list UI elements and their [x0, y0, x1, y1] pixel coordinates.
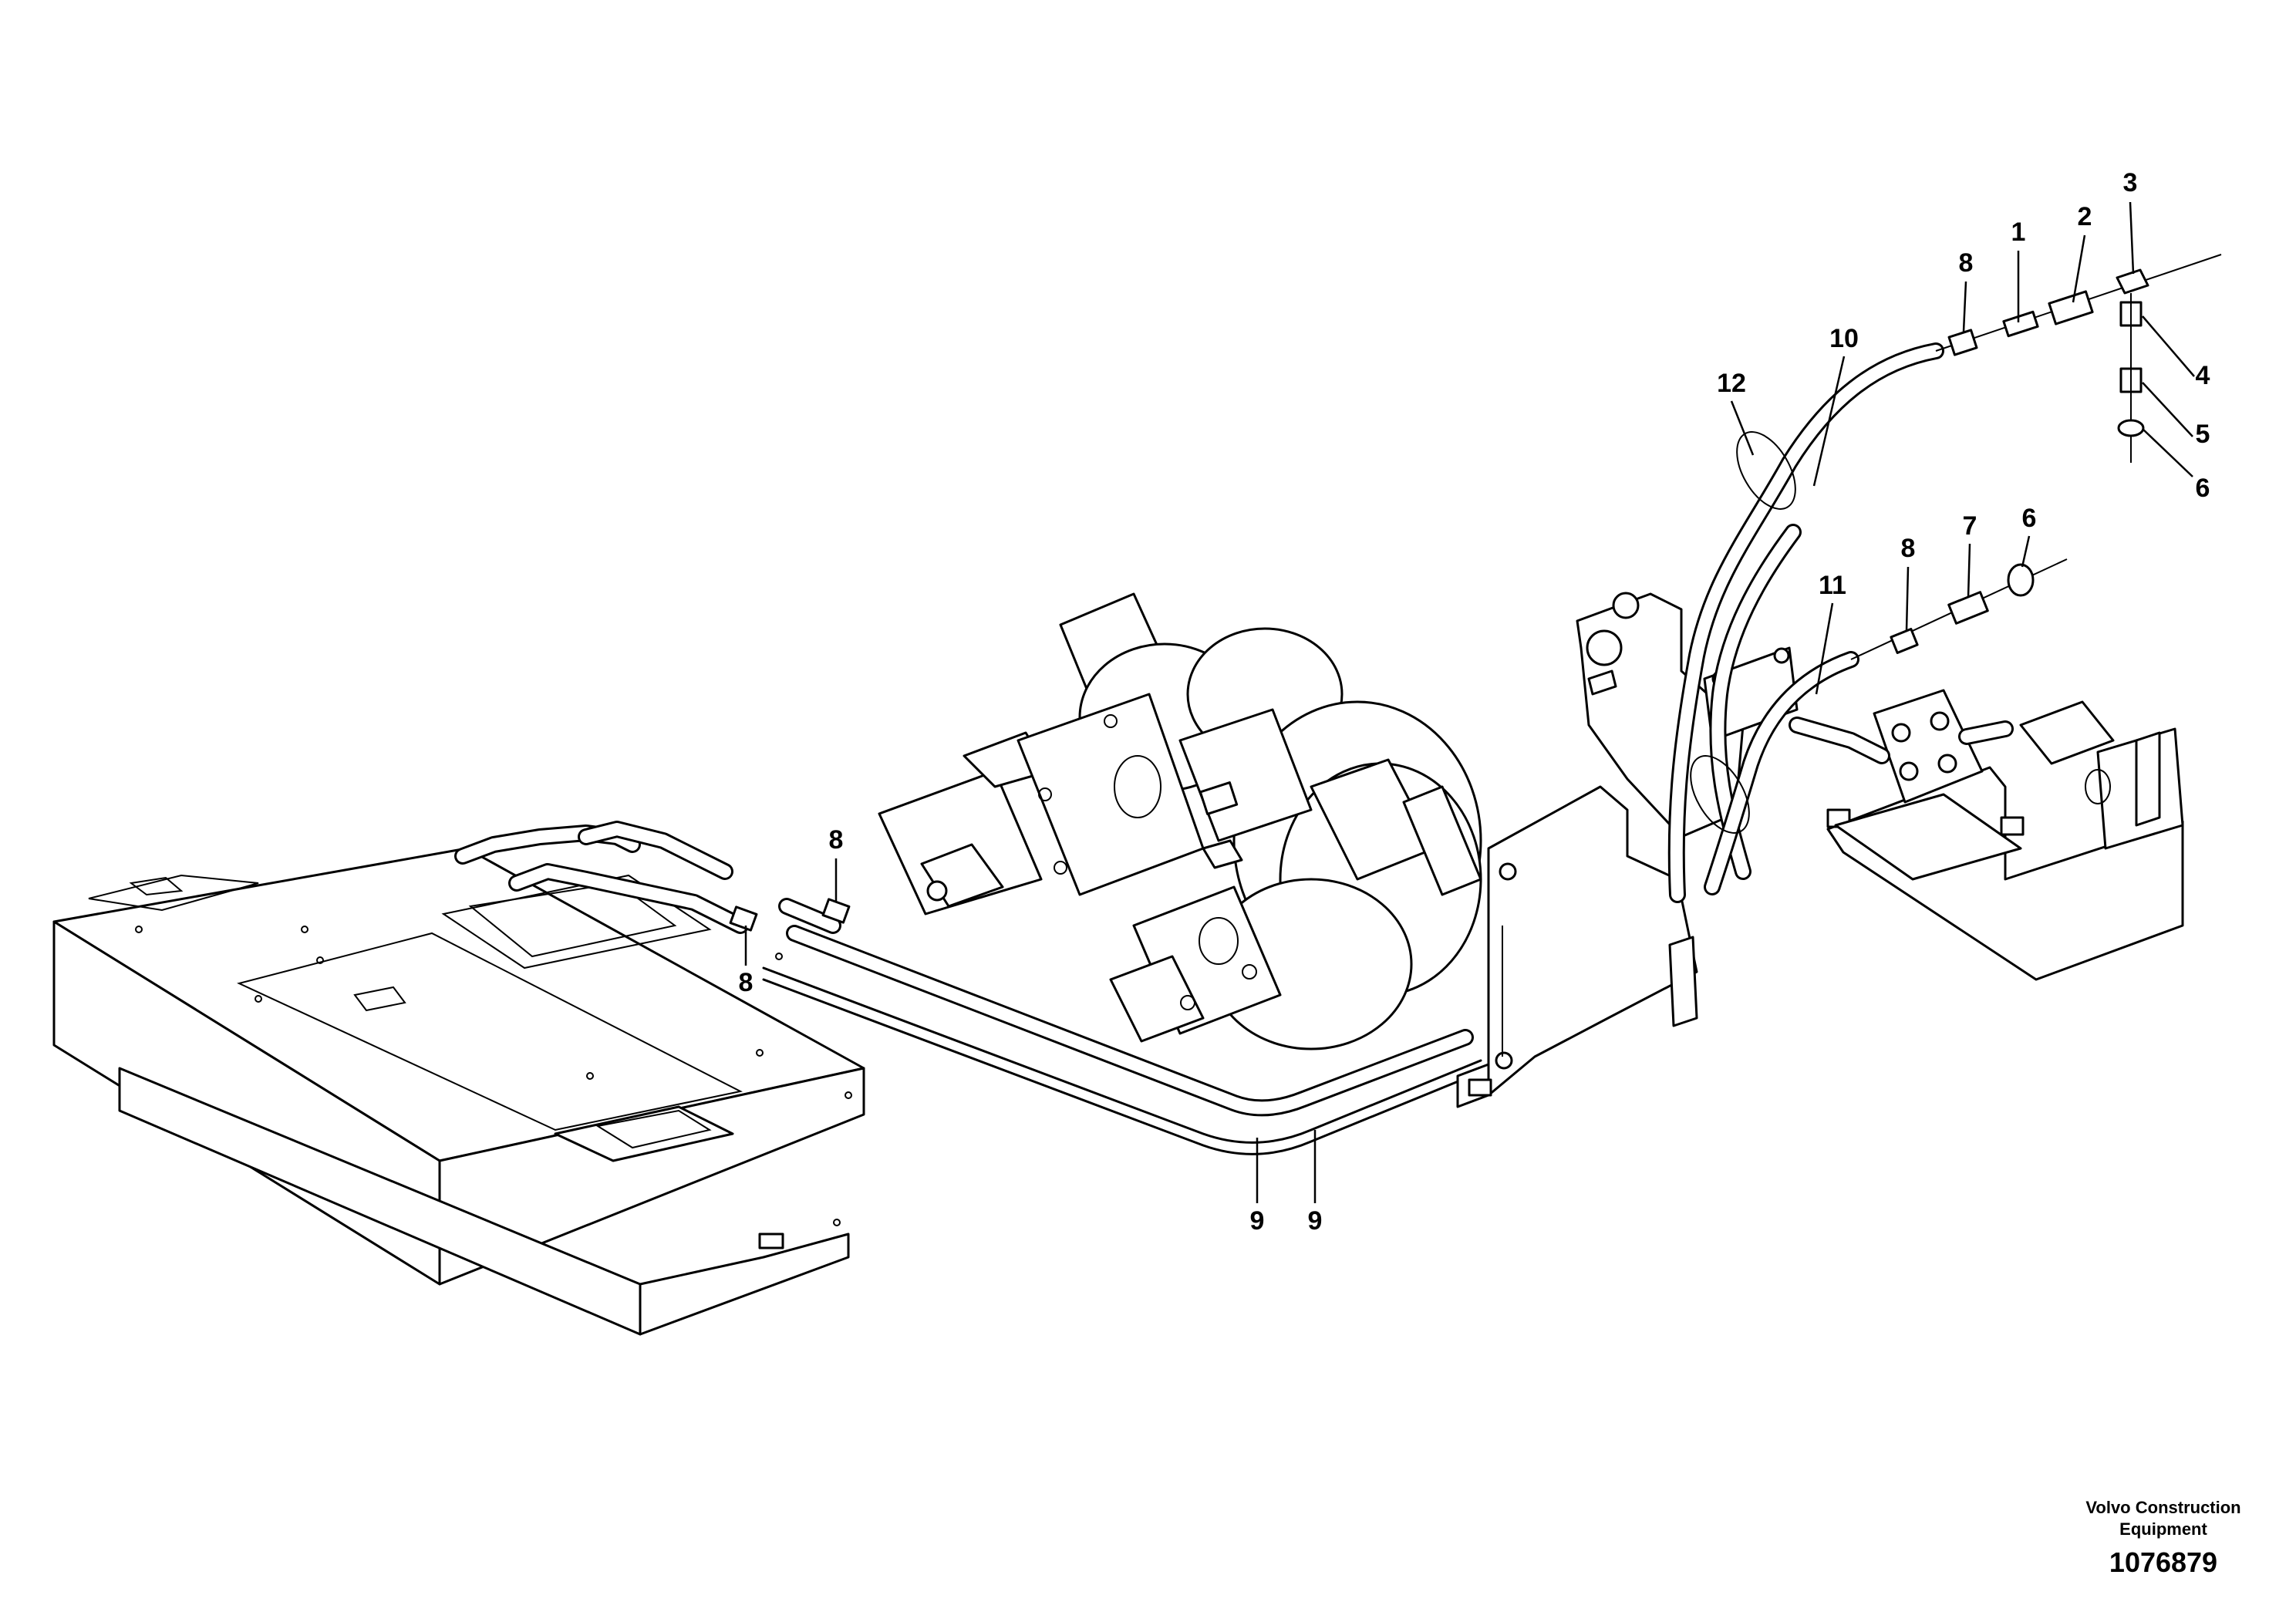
callout-6-upper: 6: [2022, 504, 2037, 533]
drawing-number: 1076879: [2109, 1546, 2217, 1578]
callout-3: 3: [2123, 168, 2138, 197]
publisher-stamp: Volvo Construction Equipment 1076879: [2085, 1498, 2240, 1578]
callout-11: 11: [1819, 571, 1846, 600]
callout-5: 5: [2196, 420, 2210, 449]
callout-2: 2: [2078, 202, 2092, 231]
callout-1: 1: [2011, 218, 2026, 247]
hose-clamp-8-left: [729, 898, 851, 932]
callout-8-left-upper: 8: [829, 825, 844, 855]
leader-lines: [744, 201, 2195, 1203]
callout-8-upper-right: 8: [1959, 248, 1974, 278]
callout-labels: 1 2 3 4 5 6 6 7 8 8 8 8 9 9 10 11 12: [739, 168, 2210, 1236]
fittings-middle: [1850, 558, 2068, 660]
pump-mounting-bracket: [1456, 785, 1698, 1108]
hydraulic-tank: [52, 847, 865, 1336]
hose-11: [1704, 651, 1859, 895]
callout-12: 12: [1717, 369, 1746, 398]
callout-4: 4: [2196, 361, 2210, 390]
publisher-name: Volvo Construction: [2085, 1498, 2240, 1517]
callout-9-right: 9: [1308, 1206, 1323, 1236]
hydraulic-pump-assembly: [878, 592, 1482, 1050]
callout-9-left: 9: [1250, 1206, 1265, 1236]
tank-lines: [454, 821, 841, 934]
callout-6-lower: 6: [2196, 474, 2210, 503]
callout-8-left-lower: 8: [739, 968, 754, 997]
callout-8-middle-right: 8: [1901, 534, 1916, 563]
callout-7: 7: [1963, 511, 1977, 541]
callout-10: 10: [1829, 324, 1859, 353]
publisher-subname: Equipment: [2119, 1519, 2207, 1539]
